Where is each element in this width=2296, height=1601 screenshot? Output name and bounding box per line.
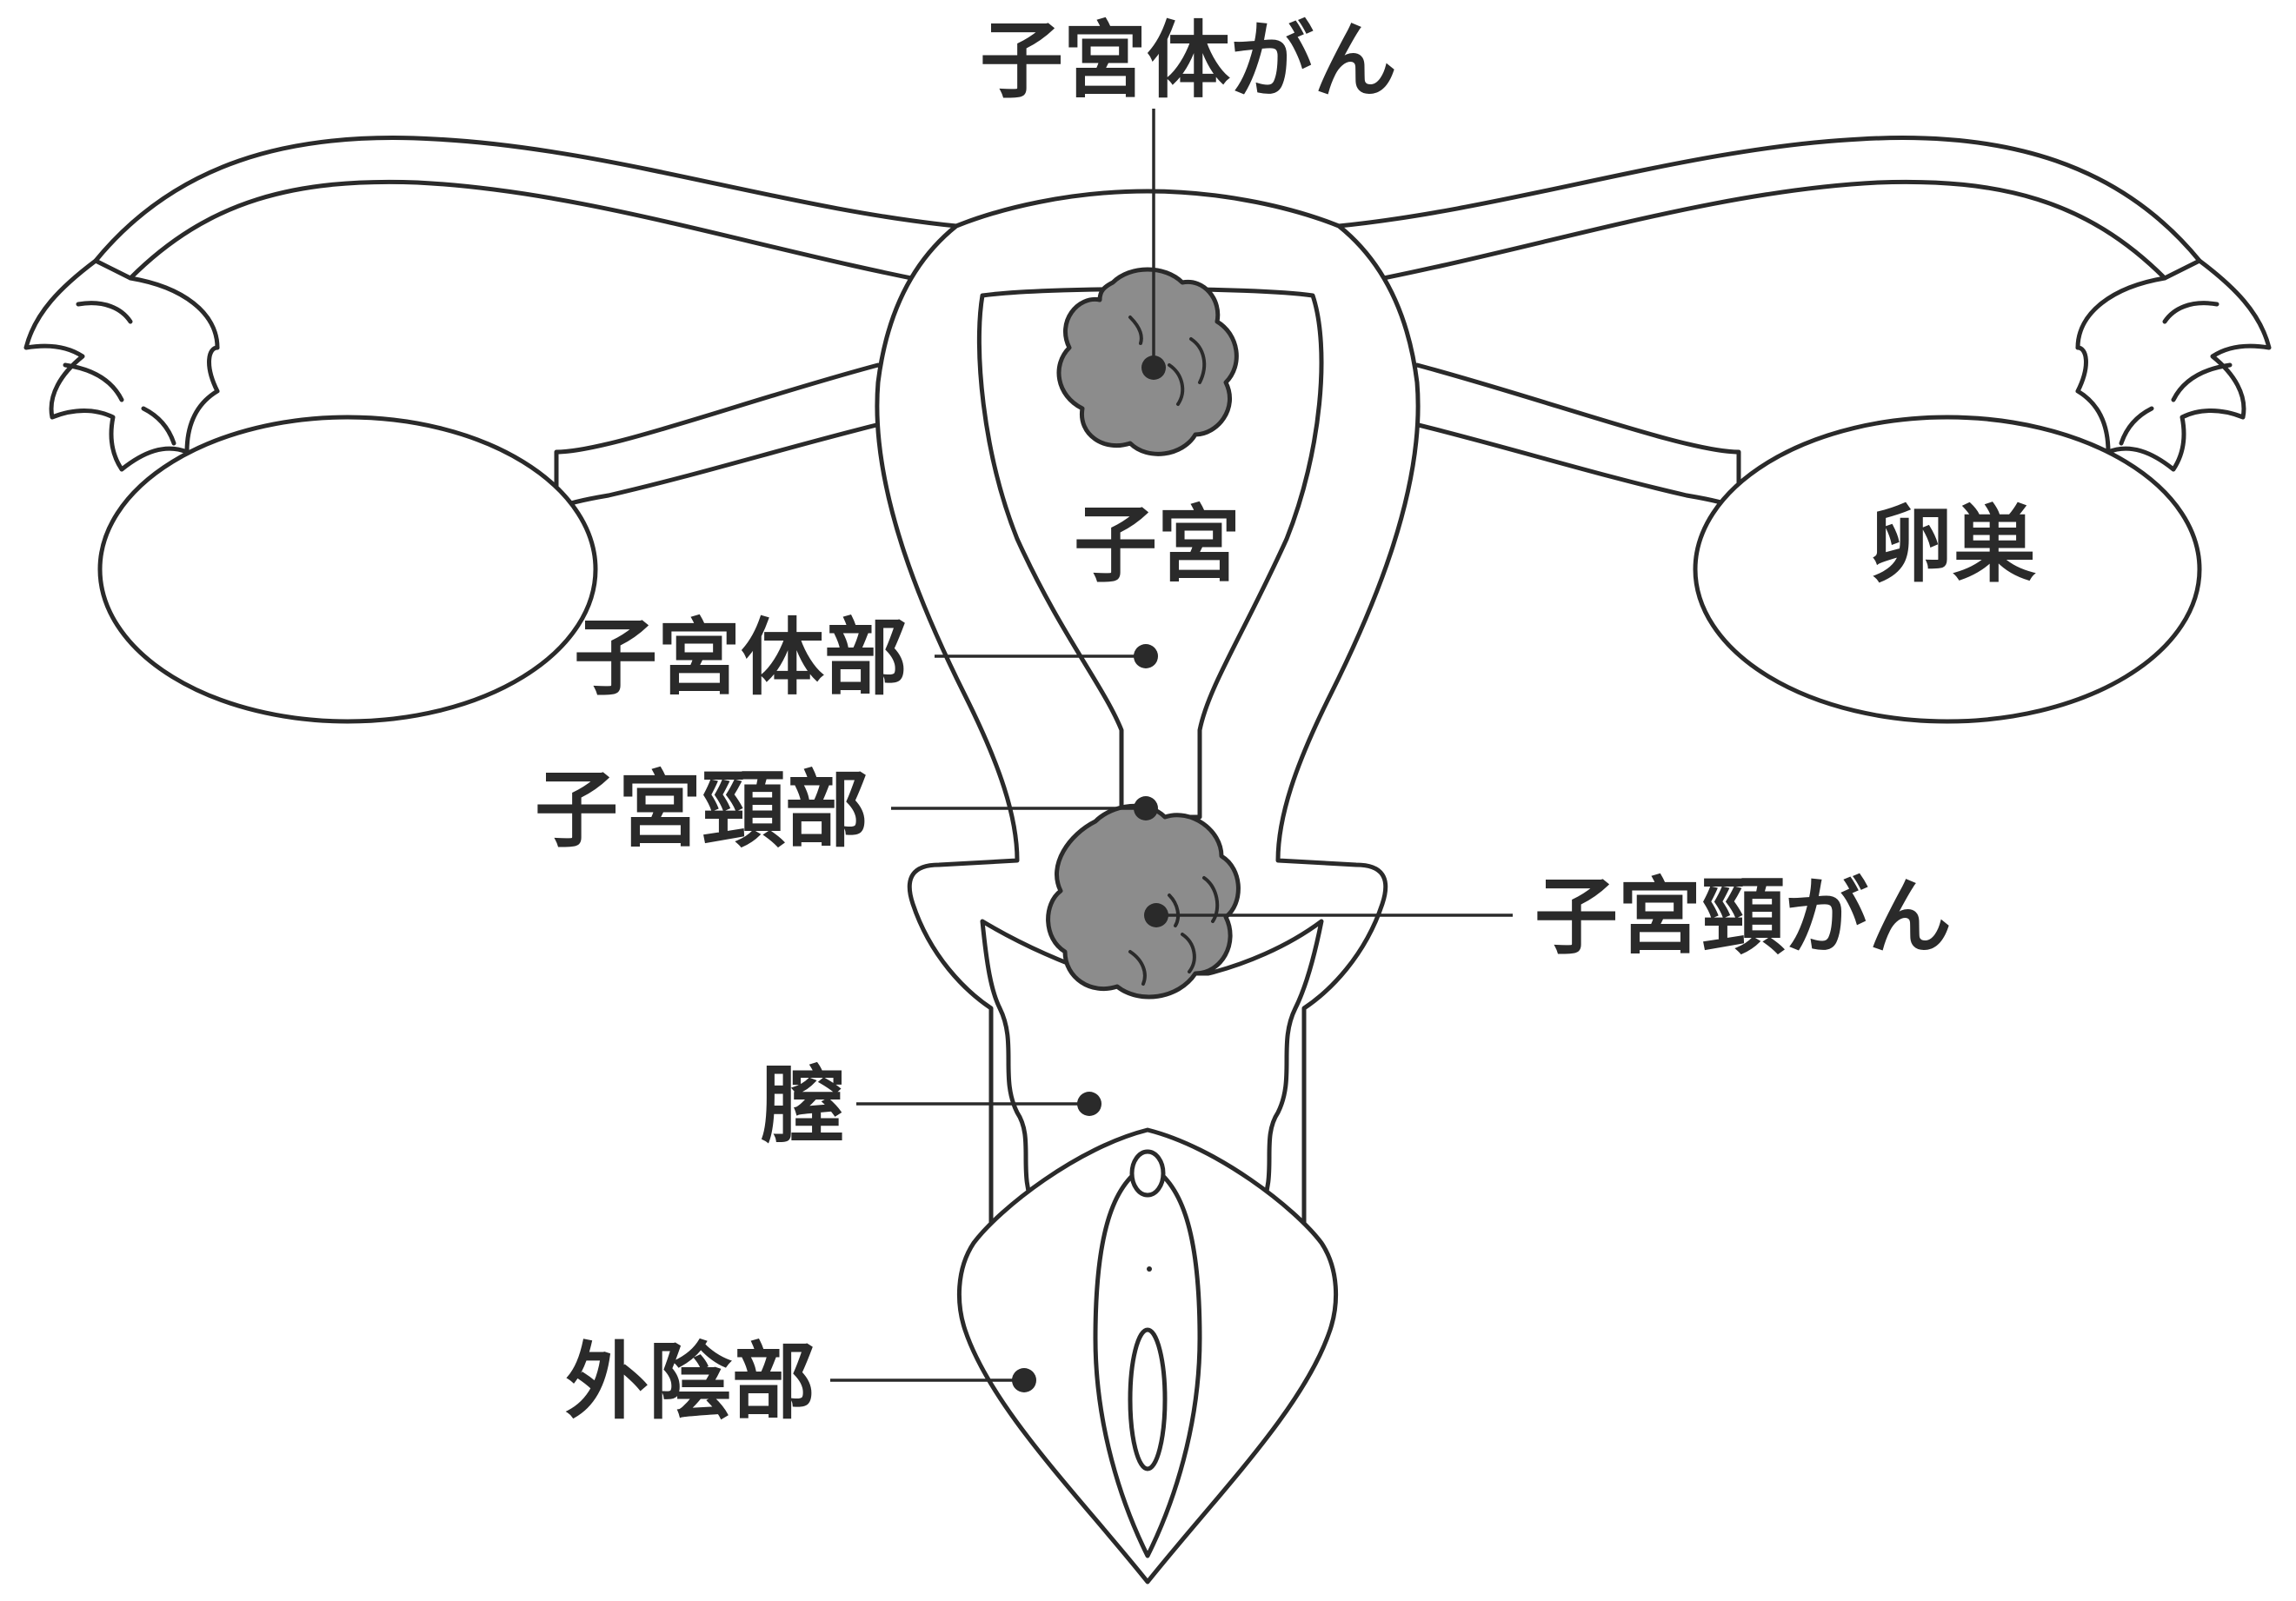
label-uterus: 子宮 (1074, 496, 1241, 594)
label-cervix: 子宮頸部 (535, 761, 868, 859)
dot-cervical-cancer (1144, 903, 1168, 927)
dot-endometrial-cancer (1141, 355, 1166, 380)
dot-uterine-body (1134, 644, 1158, 668)
label-cervical-cancer: 子宮頸がん (1534, 868, 1952, 966)
label-vagina: 膣 (761, 1057, 844, 1154)
cervical-tumor (1048, 806, 1239, 997)
dot-vulva (1012, 1368, 1036, 1392)
label-endometrial-cancer: 子宮体がん (980, 12, 1397, 110)
label-vulva: 外陰部 (565, 1333, 815, 1431)
dot-cervix (1134, 796, 1158, 820)
label-uterine-body: 子宮体部 (574, 609, 908, 707)
left-ovary (100, 417, 596, 721)
dot-vagina (1077, 1092, 1101, 1116)
label-ovary: 卵巣 (1869, 496, 2036, 594)
